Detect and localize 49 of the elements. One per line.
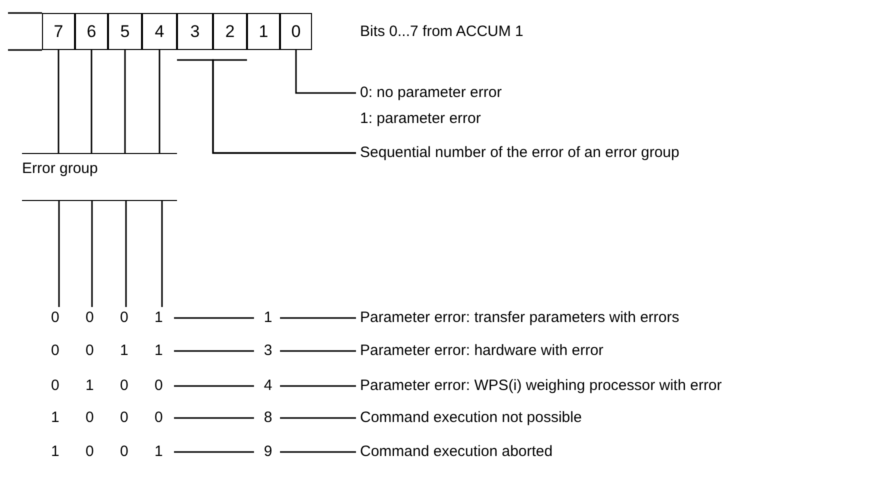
- connector-line: [125, 201, 127, 307]
- error-number: 4: [264, 376, 272, 396]
- register-caption: Bits 0...7 from ACCUM 1: [360, 22, 524, 42]
- bit-cell: 1: [247, 13, 280, 50]
- connector-line: [91, 201, 93, 307]
- connector-line: [280, 317, 356, 319]
- connector-line: [174, 417, 254, 419]
- description-text: Command execution aborted: [360, 442, 554, 462]
- connector-line: [174, 317, 254, 319]
- description-text: 0: no parameter error: [360, 83, 503, 103]
- error-group-bracket: [22, 153, 177, 201]
- bit-code: 0 1 0 0: [50, 376, 164, 396]
- group-label: Error group: [22, 159, 99, 179]
- description-text: Parameter error: hardware with error: [360, 341, 604, 361]
- connector-line: [90, 50, 92, 153]
- bit-cell: 5: [108, 13, 142, 50]
- bit-cell: 6: [75, 13, 108, 50]
- bit-cell: 7: [42, 13, 75, 50]
- connector-line: [280, 350, 356, 352]
- error-number: 3: [264, 341, 272, 361]
- connector-line: [212, 59, 356, 154]
- connector-line: [158, 50, 160, 153]
- description-text: Parameter error: WPS(i) weighing processor with error: [360, 376, 723, 396]
- description-text: Command execution not possible: [360, 408, 583, 428]
- connector-line: [280, 417, 356, 419]
- bit-cell: 2: [213, 13, 247, 50]
- bit-code: 0 0 1 1: [50, 341, 164, 361]
- connector-line: [124, 50, 126, 153]
- connector-line: [174, 385, 254, 387]
- connector-line: [58, 50, 60, 153]
- error-number: 8: [264, 408, 272, 428]
- bit-cell: 0: [280, 13, 312, 50]
- connector-line: [280, 385, 356, 387]
- connector-line: [280, 451, 356, 453]
- error-number: 9: [264, 442, 272, 462]
- description-text: Parameter error: transfer parameters with errors: [360, 308, 680, 328]
- description-text: 1: parameter error: [360, 109, 482, 129]
- connector-line: [174, 451, 254, 453]
- error-number: 1: [264, 308, 272, 328]
- bit-cell: 4: [142, 13, 177, 50]
- bit-code: 0 0 0 1: [50, 308, 164, 328]
- description-text: Sequential number of the error of an error group: [360, 143, 680, 163]
- connector-line: [174, 350, 254, 352]
- connector-line: [58, 201, 60, 307]
- bit-cell: 3: [177, 13, 213, 50]
- connector-line: [295, 50, 356, 94]
- connector-line: [161, 201, 163, 307]
- bit-code: 1 0 0 1: [50, 442, 164, 462]
- bit-code: 1 0 0 0: [50, 408, 164, 428]
